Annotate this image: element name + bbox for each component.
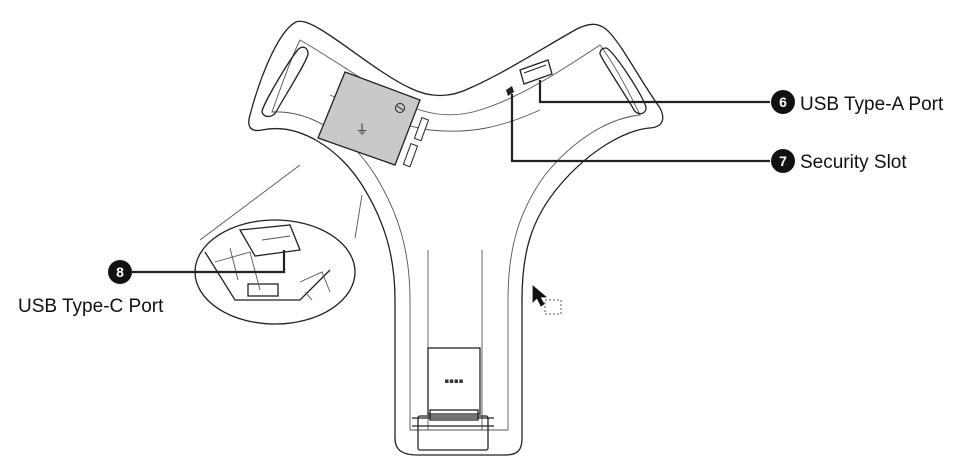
leader-lines	[132, 80, 770, 274]
screw-icon	[395, 103, 405, 113]
callout-label-security-slot: Security Slot	[800, 152, 907, 173]
brand-logo: ▪▪▪▪	[445, 377, 464, 385]
callout-label-usb-type-a: USB Type-A Port	[800, 94, 944, 115]
usb-a-port	[519, 59, 553, 85]
connector-symbol: ⏚	[355, 123, 368, 138]
security-slot	[506, 86, 514, 96]
callout-6: 6 USB Type-A Port	[771, 90, 944, 115]
callout-number: 6	[779, 94, 787, 110]
callout-label-usb-type-c: USB Type-C Port	[18, 296, 164, 317]
callout-badge	[108, 260, 132, 284]
callout-8: 8 USB Type-C Port	[18, 260, 164, 317]
magnified-inset	[194, 164, 363, 325]
phone-body: ▪▪▪▪	[248, 20, 664, 456]
callout-7: 7 Security Slot	[771, 149, 907, 173]
callout-badge	[771, 149, 795, 173]
cover-plate: ⏚	[317, 71, 430, 168]
callout-badge	[771, 90, 795, 114]
mouse-cursor-icon	[532, 285, 562, 315]
callout-number: 8	[116, 264, 124, 280]
callout-number: 7	[779, 153, 787, 169]
